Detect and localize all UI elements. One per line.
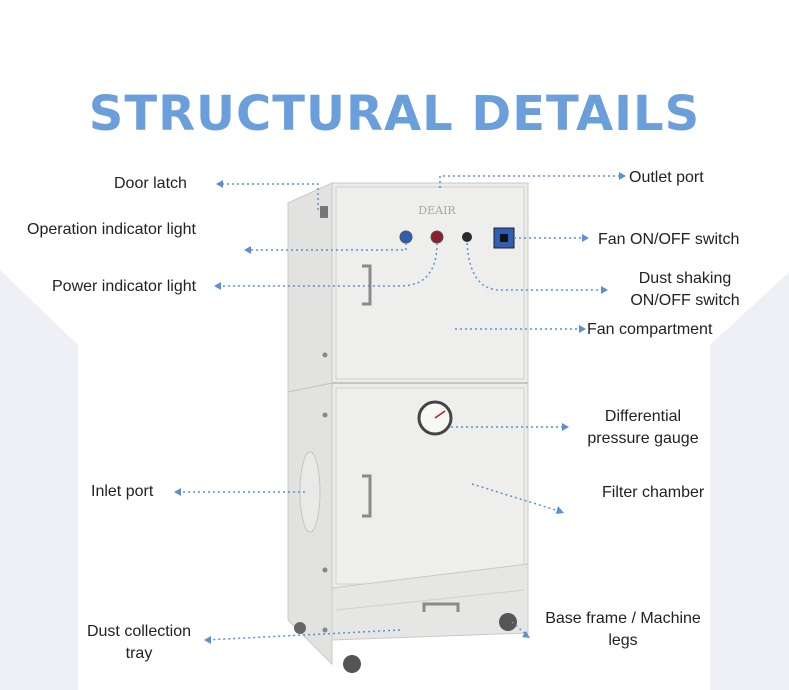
label-fan-compartment: Fan compartment — [587, 319, 712, 341]
arrowhead — [174, 488, 181, 496]
arrowhead — [216, 180, 223, 188]
label-pressure-gauge: Differential pressure gauge — [578, 406, 708, 450]
label-operation-indicator-light: Operation indicator light — [27, 219, 196, 241]
label-pressure-gauge-line2: pressure gauge — [578, 428, 708, 450]
callout-outlet-port — [440, 176, 624, 188]
label-base-frame-line2: legs — [538, 630, 708, 652]
label-base-frame: Base frame / Machine legs — [538, 608, 708, 652]
label-dust-collection-tray: Dust collection tray — [80, 621, 198, 665]
label-door-latch: Door latch — [114, 173, 187, 195]
callout-operation-light — [246, 243, 406, 250]
callout-dust-shaking — [467, 243, 606, 290]
callout-door-latch — [218, 184, 318, 210]
label-outlet-port: Outlet port — [629, 167, 704, 189]
label-fan-switch: Fan ON/OFF switch — [598, 229, 739, 251]
arrowhead — [579, 325, 586, 333]
callout-filter-chamber — [472, 484, 562, 512]
arrowhead — [582, 234, 589, 242]
label-dust-shaking-switch-line1: Dust shaking — [620, 268, 750, 290]
label-filter-chamber: Filter chamber — [602, 482, 704, 504]
label-base-frame-line1: Base frame / Machine — [538, 608, 708, 630]
label-pressure-gauge-line1: Differential — [578, 406, 708, 428]
label-dust-shaking-switch-line2: ON/OFF switch — [620, 290, 750, 312]
label-inlet-port: Inlet port — [91, 481, 153, 503]
arrowhead — [556, 506, 564, 514]
label-power-indicator-light: Power indicator light — [52, 276, 196, 298]
arrowhead — [244, 246, 251, 254]
callout-dust-tray — [206, 630, 400, 640]
label-dust-collection-tray-line1: Dust collection — [80, 621, 198, 643]
arrowhead — [214, 282, 221, 290]
arrowhead — [619, 172, 626, 180]
label-dust-collection-tray-line2: tray — [80, 643, 198, 665]
arrowhead — [601, 286, 608, 294]
arrowhead — [204, 636, 211, 644]
arrowhead — [562, 423, 569, 431]
label-dust-shaking-switch: Dust shaking ON/OFF switch — [620, 268, 750, 312]
